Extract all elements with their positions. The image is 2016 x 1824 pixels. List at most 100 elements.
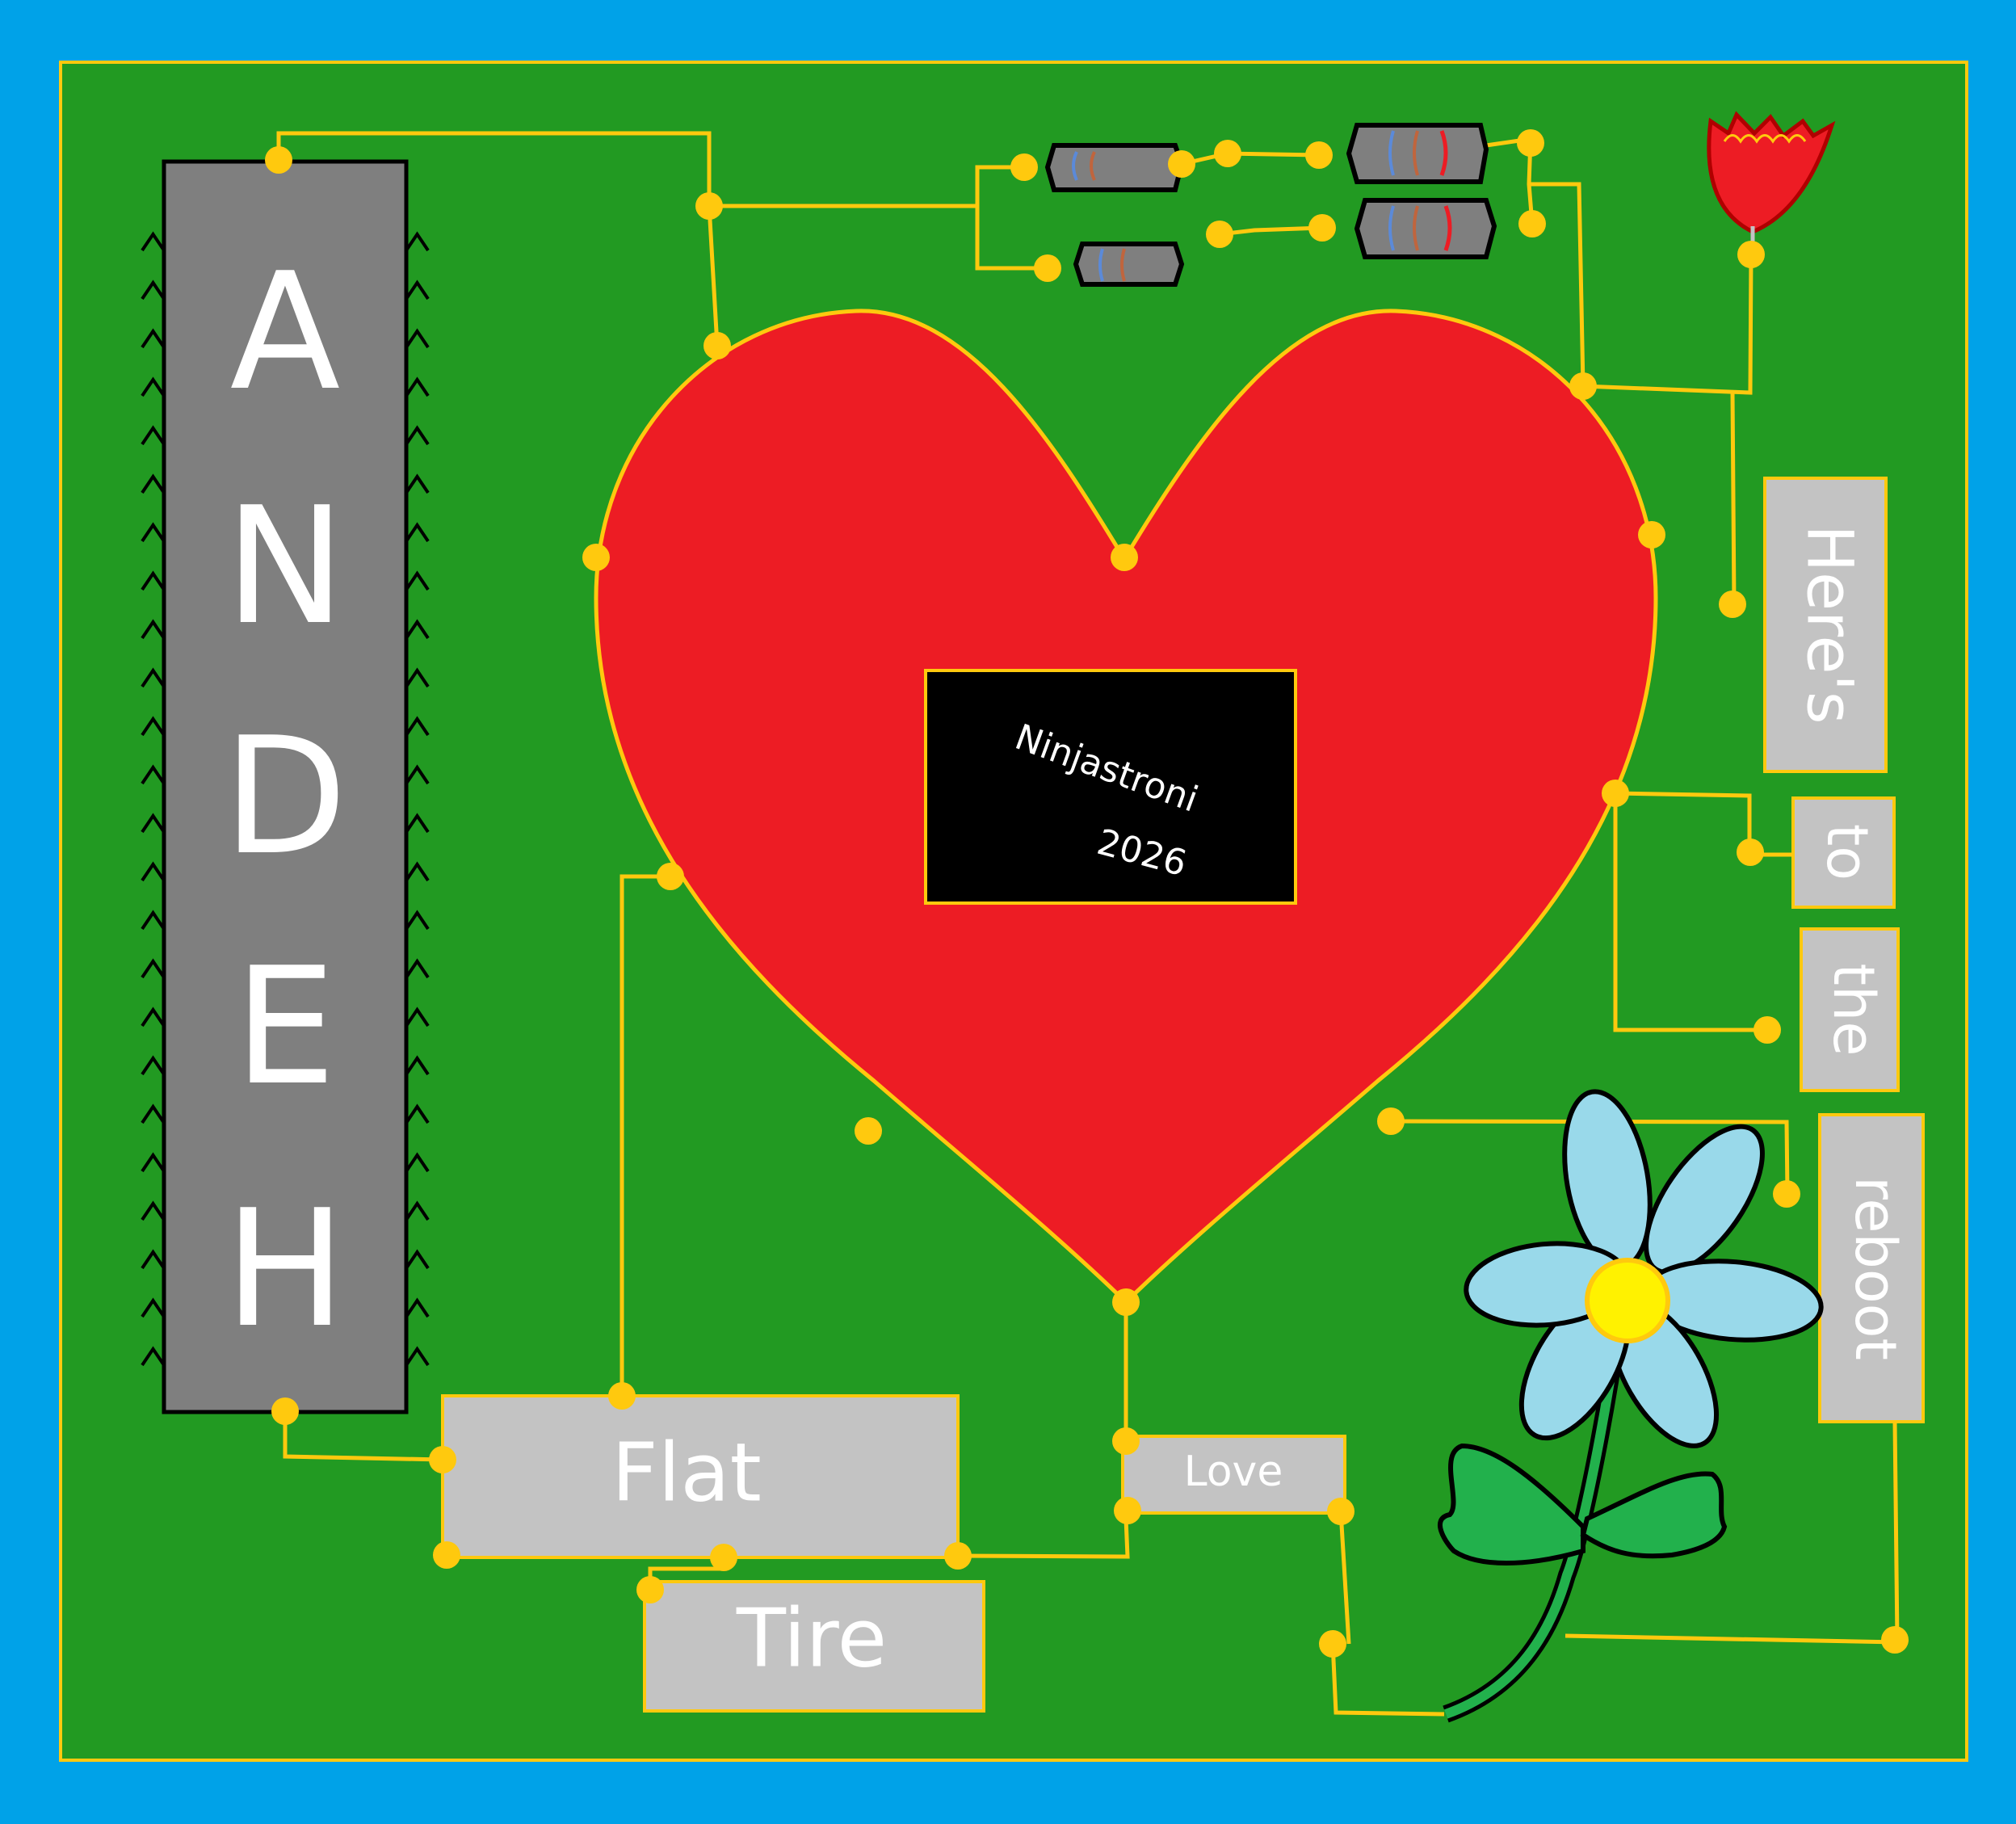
- junction-dot: [1111, 544, 1138, 571]
- chip-pin: [141, 1055, 166, 1076]
- chip-pin: [141, 473, 166, 494]
- junction-dot: [1881, 1626, 1909, 1654]
- resistor-icon: [1346, 123, 1489, 184]
- junction-dot: [1638, 521, 1665, 548]
- chip-pin: [141, 425, 166, 446]
- chip-pin: [405, 231, 430, 252]
- chip-pin: [141, 1007, 166, 1028]
- chip-pin: [405, 1055, 430, 1076]
- chip-pin: [141, 958, 166, 979]
- chip-pin: [405, 619, 430, 640]
- junction-dot: [433, 1541, 460, 1569]
- junction-dot: [1206, 221, 1233, 248]
- junction-dot: [636, 1576, 664, 1603]
- chip-pin: [405, 279, 430, 300]
- chip-pin: [405, 958, 430, 979]
- chip-pin: [141, 1103, 166, 1124]
- chip-pin: [141, 328, 166, 349]
- junction-dot: [582, 544, 610, 571]
- flower-icon: [1437, 1089, 1824, 1723]
- chip-pin: [405, 1152, 430, 1173]
- chip-letter-1: A: [230, 238, 341, 427]
- chip-pin: [405, 861, 430, 882]
- chip-body: [162, 159, 409, 1414]
- junction-dot: [271, 1397, 299, 1425]
- chip-pin: [141, 667, 166, 688]
- chip-pin: [405, 1200, 430, 1221]
- label-to-text: to: [1814, 824, 1880, 880]
- junction-dot: [1602, 780, 1629, 807]
- junction-dot: [1737, 838, 1764, 866]
- junction-dot: [710, 1544, 737, 1571]
- junction-dot: [1518, 210, 1546, 237]
- chip-pin: [141, 1346, 166, 1367]
- chip-letter-3: D: [223, 703, 347, 891]
- chip-pin: [405, 473, 430, 494]
- label-reboot: reboot: [1818, 1113, 1925, 1423]
- chip-pin: [141, 231, 166, 252]
- flower-center: [1585, 1258, 1670, 1343]
- chip-pin: [405, 522, 430, 543]
- chip-pin: [405, 910, 430, 931]
- label-to: to: [1791, 796, 1896, 909]
- label-reboot-text: reboot: [1842, 1176, 1909, 1360]
- junction-dot: [1517, 129, 1544, 157]
- label-flat: Flat: [441, 1394, 960, 1559]
- junction-dot: [704, 332, 731, 359]
- label-heres-text: Here's: [1793, 524, 1866, 724]
- junction-dot: [429, 1446, 456, 1473]
- chip-letter-5: H: [225, 1175, 346, 1364]
- junction-dot: [944, 1542, 972, 1570]
- junction-dot: [1112, 1427, 1140, 1455]
- junction-dot: [1319, 1630, 1346, 1658]
- chip-pin: [405, 1249, 430, 1270]
- junction-dot: [1773, 1180, 1800, 1208]
- chip-pin: [141, 1152, 166, 1173]
- junction-dot: [1114, 1497, 1141, 1524]
- label-flat-text: Flat: [611, 1425, 762, 1519]
- junction-dot: [1377, 1107, 1405, 1135]
- junction-dot: [1168, 150, 1195, 178]
- junction-dot: [1754, 1016, 1781, 1044]
- junction-dot: [1719, 590, 1746, 618]
- junction-dot: [1308, 214, 1336, 242]
- tulip-icon: [1707, 111, 1836, 242]
- junction-dot: [1010, 153, 1038, 181]
- chip-pin: [141, 1297, 166, 1318]
- chip-pin: [141, 619, 166, 640]
- chip-letter-2: N: [225, 473, 346, 661]
- label-tire: Tire: [643, 1580, 985, 1713]
- resistor-icon: [1044, 143, 1185, 192]
- junction-dot: [608, 1382, 636, 1410]
- chip-pin: [141, 570, 166, 591]
- junction-dot: [1112, 1288, 1140, 1316]
- junction-dot: [1214, 140, 1241, 167]
- chip-pin: [141, 376, 166, 397]
- chip-pin: [405, 1103, 430, 1124]
- label-the: the: [1800, 927, 1900, 1092]
- chip-pin: [141, 813, 166, 834]
- chip-pins: [141, 231, 430, 1367]
- junction-dot: [695, 192, 723, 220]
- chip-pin: [405, 716, 430, 737]
- junction-dot: [265, 146, 292, 174]
- chip-pin: [141, 522, 166, 543]
- label-the-text: the: [1821, 964, 1887, 1057]
- chip-pin: [141, 861, 166, 882]
- chip-pin: [405, 328, 430, 349]
- chip-pin: [405, 376, 430, 397]
- junction-dot: [1327, 1498, 1354, 1525]
- chip-pin: [405, 667, 430, 688]
- junction-dot: [1034, 254, 1061, 282]
- resistor-icon: [1073, 242, 1185, 287]
- chip-pin: [141, 716, 166, 737]
- chip-pin: [405, 1297, 430, 1318]
- chip-pin: [141, 1200, 166, 1221]
- chip-pin: [141, 764, 166, 785]
- junction-dot: [1305, 141, 1333, 169]
- chip-pin: [405, 764, 430, 785]
- chip-pin: [141, 1249, 166, 1270]
- chip-pin: [141, 910, 166, 931]
- chip-pin: [405, 1007, 430, 1028]
- label-heres: Here's: [1763, 477, 1888, 773]
